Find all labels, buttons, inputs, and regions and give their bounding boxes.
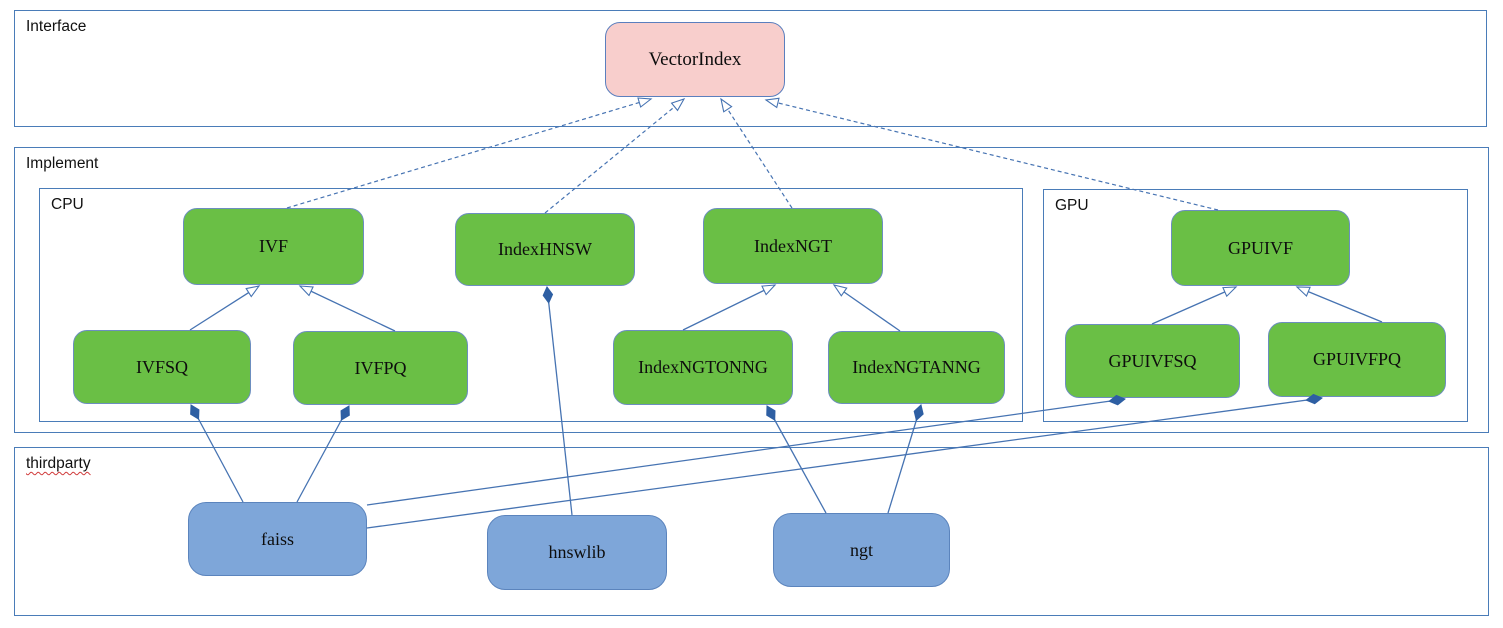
node-hnswlib[interactable]: hnswlib	[487, 515, 667, 590]
node-indexngtonng[interactable]: IndexNGTONNG	[613, 330, 793, 405]
node-hnswlib-label: hnswlib	[548, 542, 606, 562]
node-indexngt-label: IndexNGT	[754, 235, 832, 256]
node-ivfsq[interactable]: IVFSQ	[73, 330, 251, 404]
node-ivf[interactable]: IVF	[183, 208, 364, 285]
node-gpuivf[interactable]: GPUIVF	[1171, 210, 1350, 286]
node-ivf-label: IVF	[258, 236, 288, 256]
node-indexngtonng-label: IndexNGTONNG	[638, 357, 768, 377]
node-faiss-label: faiss	[261, 528, 294, 549]
container-cpu-label: CPU	[51, 196, 84, 213]
node-ivfpq[interactable]: IVFPQ	[293, 331, 468, 405]
node-gpuivf-label: GPUIVF	[1227, 237, 1293, 258]
node-faiss[interactable]: faiss	[188, 502, 367, 576]
node-ivfsq-label: IVFSQ	[135, 356, 188, 377]
node-ngt-label: ngt	[849, 539, 873, 560]
node-gpuivfsq-label: GPUIVFSQ	[1108, 350, 1197, 371]
node-vectorindex-label: VectorIndex	[648, 48, 742, 70]
node-ngt[interactable]: ngt	[773, 513, 950, 587]
container-gpu-label: GPU	[1055, 197, 1089, 214]
node-indexngtanng-label: IndexNGTANNG	[852, 357, 981, 377]
node-indexngt[interactable]: IndexNGT	[703, 208, 883, 284]
node-ivfpq-label: IVFPQ	[354, 357, 407, 378]
container-interface-label: Interface	[26, 18, 87, 35]
node-gpuivfsq[interactable]: GPUIVFSQ	[1065, 324, 1240, 398]
container-thirdparty-label: thirdparty	[26, 455, 91, 472]
node-gpuivfpq[interactable]: GPUIVFPQ	[1268, 322, 1446, 397]
node-gpuivfpq-label: GPUIVFPQ	[1312, 349, 1402, 369]
node-vectorindex[interactable]: VectorIndex	[605, 22, 785, 97]
node-indexhnsw[interactable]: IndexHNSW	[455, 213, 635, 286]
node-indexhnsw-label: IndexHNSW	[498, 239, 592, 259]
container-implement-label: Implement	[26, 155, 99, 172]
node-indexngtanng[interactable]: IndexNGTANNG	[828, 331, 1005, 404]
